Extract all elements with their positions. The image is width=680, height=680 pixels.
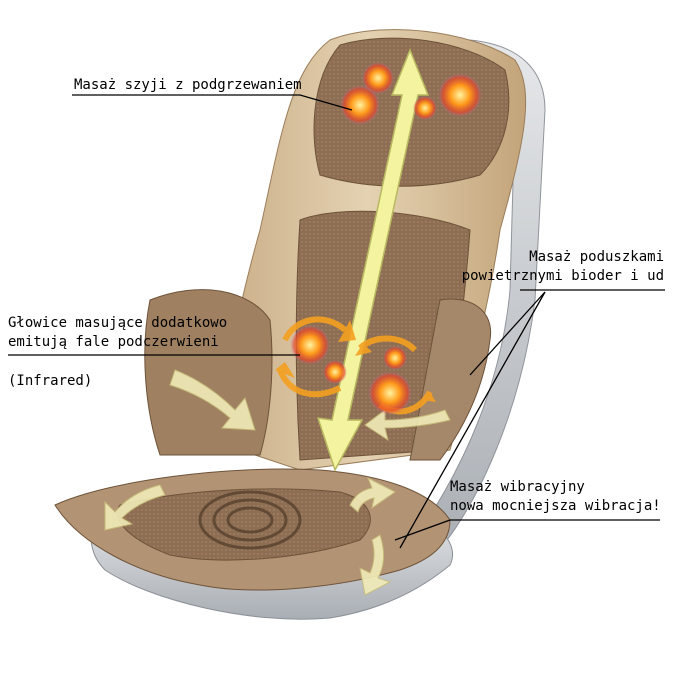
massage-heads-label-line2: emitują fale podczerwieni (8, 334, 219, 350)
vibration-rings (198, 490, 302, 550)
vibration-label-line1: Masaż wibracyjny (450, 479, 585, 495)
heat-orbs (290, 62, 482, 415)
air-cushion-label-line1: Masaż poduszkami (529, 249, 664, 265)
leader-lines (8, 94, 665, 549)
infrared-label: (Infrared) (8, 373, 93, 389)
vertical-arrow (316, 47, 430, 472)
vibration-label-line2: nowa mocniejsza wibracja! (450, 498, 661, 514)
air-cushion-label-line2: powietrznymi bioder i ud (461, 268, 664, 284)
seat-mesh (117, 488, 371, 561)
flow-arrows (104, 369, 451, 596)
neck-massage-label: Masaż szyji z podgrzewaniem (74, 77, 302, 93)
massage-heads-label-line1: Głowice masujące dodatkowo (8, 315, 228, 331)
